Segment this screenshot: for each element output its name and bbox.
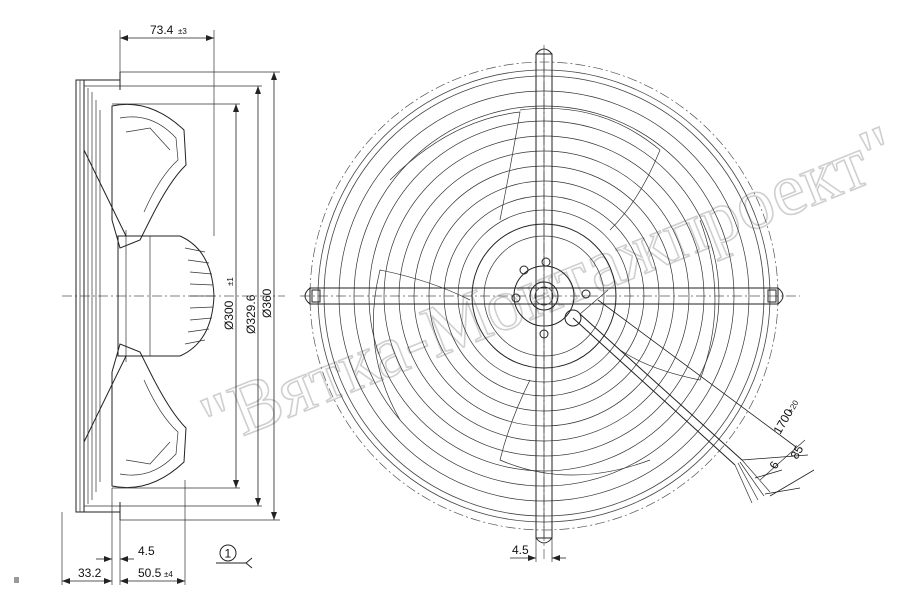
cable [572, 313, 771, 504]
dim-front-gap: 4.5 [510, 538, 566, 562]
view-marker-label: 1 [225, 547, 232, 561]
dim-depth-top-value: 73.4 [150, 23, 174, 37]
dim-motor-depth-tol: ±4 [164, 570, 173, 579]
dim-motor-depth: 50.5 ±4 [120, 566, 185, 584]
dim-width-bottom: 33.2 [62, 566, 112, 584]
cross-bars [304, 48, 784, 544]
dim-cable-length-tol: +20 [786, 398, 801, 415]
upper-blade [111, 103, 187, 249]
view-marker: 1 [216, 544, 253, 569]
front-view: 1700 +20 85 6 4.5 [300, 45, 815, 562]
dim-dia-300: Ø300 ±1 [222, 104, 239, 488]
strut-lower [83, 355, 127, 443]
mount-bolt-3 [511, 293, 521, 303]
mount-bolt-2 [581, 289, 591, 299]
dim-gap-left-value: 4.5 [138, 544, 155, 558]
dim-dia-360-value: Ø360 [260, 288, 274, 318]
dim-wire-strip: 6 [754, 458, 801, 495]
dim-depth-top-tol: ±3 [178, 27, 187, 36]
mount-bolt-4 [539, 329, 549, 339]
dim-gap-left: 4.5 [96, 544, 155, 562]
front-blades [373, 107, 716, 476]
dim-dia-360: Ø360 [260, 72, 277, 520]
dim-front-gap-value: 4.5 [512, 543, 529, 557]
dim-wire-strip-value: 6 [766, 458, 782, 471]
dim-dia-300-tol: ±1 [226, 277, 235, 286]
dim-cable-length: 1700 +20 [579, 289, 806, 481]
dim-strip-length-value: 85 [787, 443, 806, 462]
dim-motor-depth-value: 50.5 [138, 566, 162, 580]
strut-upper [83, 149, 127, 237]
corner-mark-icon [14, 577, 19, 583]
cable-gland [564, 309, 582, 327]
dim-dia-300-value: Ø300 [222, 300, 236, 330]
side-view: Ø300 ±1 Ø329.6 Ø360 73.4 ±3 [61, 23, 285, 585]
motor-center [471, 223, 617, 369]
dim-dia-329-value: Ø329.6 [244, 294, 258, 334]
dim-width-bottom-value: 33.2 [78, 566, 102, 580]
mount-bolt-1 [519, 265, 529, 275]
lower-blade [111, 343, 187, 489]
dim-dia-329: Ø329.6 [244, 86, 261, 506]
dim-depth-top: 73.4 ±3 [119, 23, 215, 236]
motor-fins [184, 247, 214, 345]
